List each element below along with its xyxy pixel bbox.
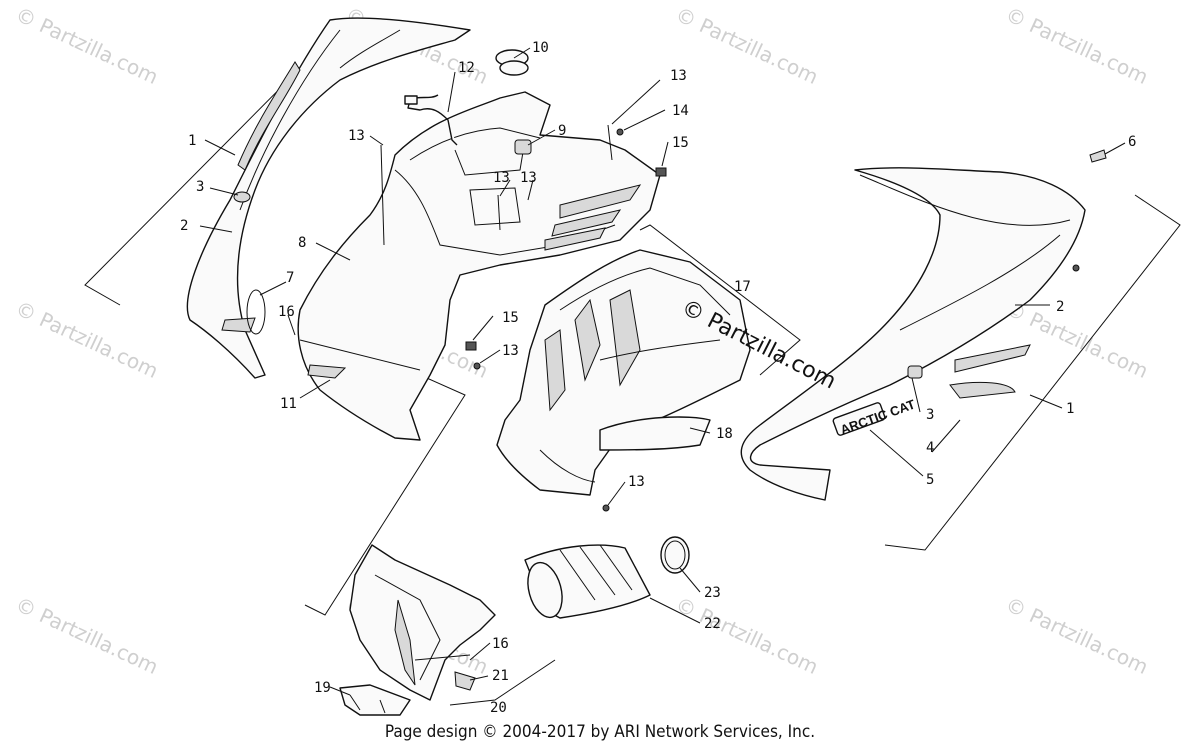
callout-16-upper: 16: [278, 304, 295, 320]
callout-14: 14: [672, 103, 689, 119]
group-bracket-lower: [304, 374, 466, 616]
group-bracket-bottom: [449, 659, 556, 706]
callout-13-tub: 13: [502, 343, 519, 359]
callout-15-lower: 15: [502, 310, 519, 326]
callout-numbers: 1 3 2 7 16 11 8 13 12 10 9 13 13 13 14 1…: [180, 40, 1136, 716]
callout-9: 9: [558, 123, 566, 139]
hood-small-parts: [380, 49, 667, 246]
hood-assembly: [297, 91, 661, 441]
callout-1-left: 1: [188, 133, 196, 149]
callout-15-upper: 15: [672, 135, 689, 151]
callout-19: 19: [314, 680, 331, 696]
callout-20: 20: [490, 700, 507, 716]
callout-23: 23: [704, 585, 721, 601]
callout-3-right: 3: [926, 407, 934, 423]
callout-12: 12: [458, 60, 475, 76]
group-bracket-right: [884, 194, 1181, 551]
callout-17: 17: [734, 279, 751, 295]
lower-nose: [339, 544, 496, 716]
group-bracket-tub: [639, 224, 801, 376]
leader-lines: [199, 47, 1126, 696]
callout-8: 8: [298, 235, 306, 251]
callout-11: 11: [280, 396, 297, 412]
storage-tub: [465, 249, 751, 512]
callout-3-left: 3: [196, 179, 204, 195]
page-footer: Page design © 2004-2017 by ARI Network S…: [384, 722, 816, 742]
callout-13-hood-mid: 13: [493, 170, 510, 186]
callout-10: 10: [532, 40, 549, 56]
callout-13-hood-mid2: 13: [520, 170, 537, 186]
air-duct: [524, 536, 690, 619]
callout-7: 7: [286, 270, 294, 286]
right-side-panel: ARCTIC CAT: [740, 149, 1107, 501]
left-side-panel: [186, 17, 471, 379]
callout-13-hood-right: 13: [670, 68, 687, 84]
callout-4: 4: [926, 440, 934, 456]
callout-1-right: 1: [1066, 401, 1074, 417]
callout-18: 18: [716, 426, 733, 442]
callout-22: 22: [704, 616, 721, 632]
callout-5: 5: [926, 472, 934, 488]
callout-2-left: 2: [180, 218, 188, 234]
callout-13-tub-bottom: 13: [628, 474, 645, 490]
callout-6: 6: [1128, 134, 1136, 150]
callout-16-lower: 16: [492, 636, 509, 652]
callout-2-right: 2: [1056, 299, 1064, 315]
callout-21: 21: [492, 668, 509, 684]
callout-13-hood-left: 13: [348, 128, 365, 144]
